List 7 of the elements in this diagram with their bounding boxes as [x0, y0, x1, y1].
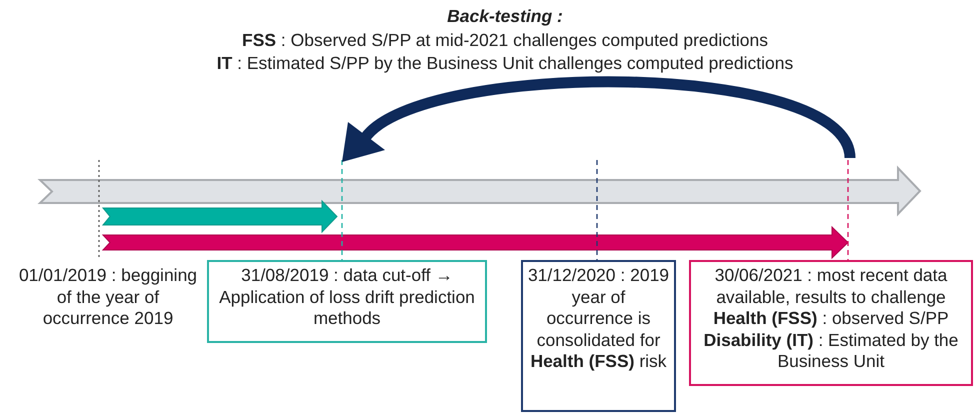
date-box: 30/06/2021 : most recent data available, results to challenge Health (FSS) : observed S/PP Disability (IT) : Estimated by the Business Unit [689, 260, 973, 386]
node-label: 01/01/2019 : beggining of the year of occurrence 2019 [18, 265, 198, 328]
date-box: 31/12/2020 : 2019 year of occurrence is consolidated for Health (FSS) risk [521, 260, 676, 412]
title: Back-testing : [446, 6, 564, 27]
note-text: FSS : Observed S/PP at mid-2021 challenges computed predictions [241, 30, 769, 51]
note-text: IT : Estimated S/PP by the Business Unit challenges computed predictions [216, 53, 794, 74]
date-box: 31/08/2019 : data cut-off → Application of loss drift prediction methods [207, 260, 487, 343]
